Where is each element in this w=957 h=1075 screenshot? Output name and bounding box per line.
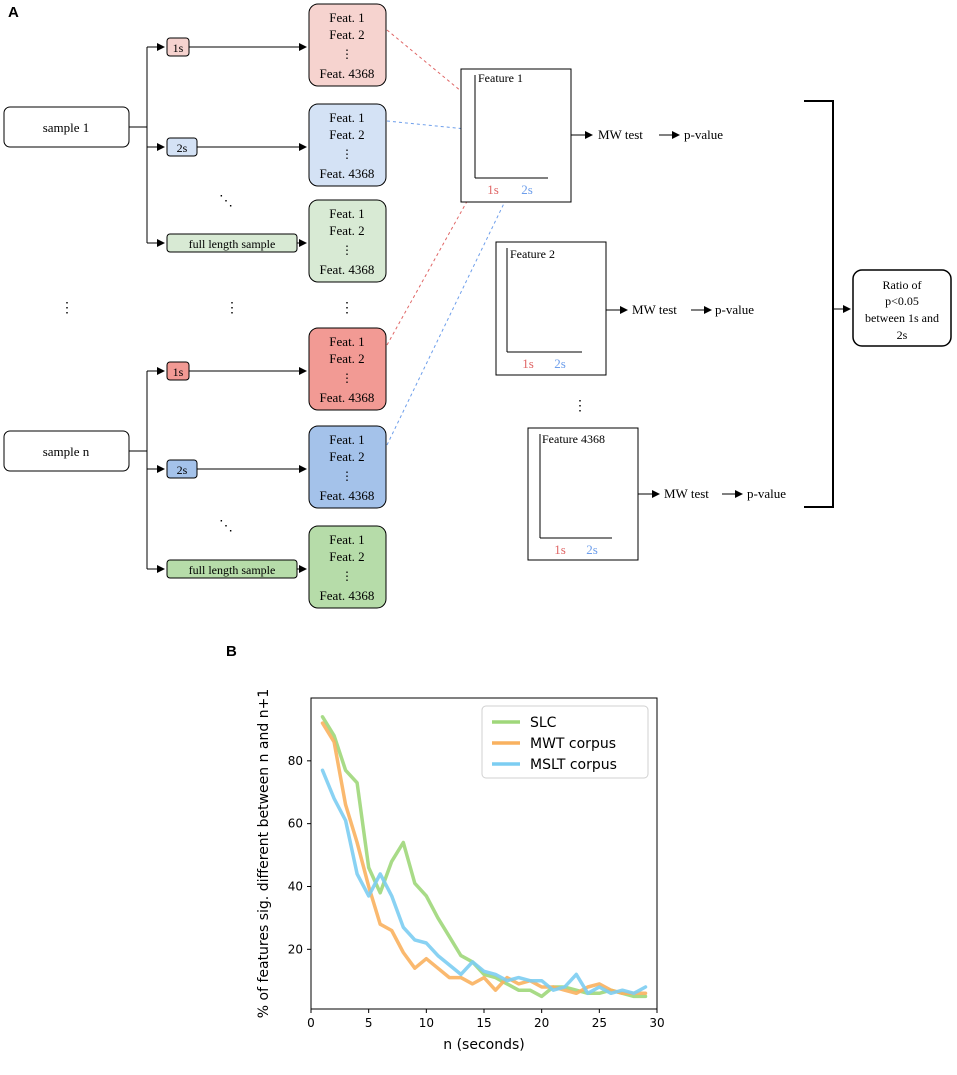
feature-box-2s-top: Feat. 1 Feat. 2 ⋮ Feat. 4368 [308,103,387,187]
panel-a-label: A [8,4,19,21]
ddots-bottom: ⋱ [219,519,233,534]
feat-last-text: Feat. 4368 [320,262,375,277]
feat-1-text: Feat. 1 [329,206,364,221]
series-line-mslt-corpus [320,768,648,996]
connector-1s-top [386,29,491,116]
feature-last-p-value: p-value [747,486,786,501]
seg-2s-label-top: 2s [177,141,188,155]
ratio-line-4: 2s [897,328,908,342]
seg-2s-label-bottom: 2s [177,463,188,477]
feat-vdots: ⋮ [341,469,353,483]
series-line-mwt-corpus [320,721,648,996]
axis-ticks: 0 5 10 15 20 25 30 20 40 60 80 [288,754,665,1030]
feature-1-mw-test: MW test [598,127,643,142]
seg-full-label-bottom: full length sample [189,563,276,577]
feat-1-text: Feat. 1 [329,532,364,547]
ddots-top: ⋱ [219,194,233,209]
feature-box-full-top: Feat. 1 Feat. 2 ⋮ Feat. 4368 [308,199,387,283]
ratio-line-2: p<0.05 [885,294,919,308]
line-chart: 0 5 10 15 20 25 30 20 40 60 80 n (seconds) % of fe… [256,689,665,1053]
y-tick-label: 20 [288,942,303,956]
feature-last-1s-label: 1s [554,542,566,557]
feat-last-text: Feat. 4368 [320,588,375,603]
x-tick-label: 10 [419,1016,434,1030]
feat-vdots: ⋮ [341,47,353,61]
feature-1-title: Feature 1 [478,71,523,85]
sample-1-label: sample 1 [43,120,90,135]
legend-label: MSLT corpus [530,757,617,773]
feat-1-text: Feat. 1 [329,432,364,447]
feat-last-text: Feat. 4368 [320,488,375,503]
ratio-line-1: Ratio of [883,278,922,292]
x-tick-label: 15 [476,1016,491,1030]
series-lines [320,715,648,999]
feature-2-2s-label: 2s [554,356,566,371]
ratio-box [852,269,952,347]
x-tick-label: 30 [649,1016,664,1030]
vdots-features: ⋮ [340,301,354,316]
feature-1-1s-label: 1s [487,182,499,197]
x-tick-label: 20 [534,1016,549,1030]
x-axis-label: n (seconds) [443,1037,524,1053]
feature-box-1s-top: Feat. 1 Feat. 2 ⋮ Feat. 4368 [308,3,387,87]
seg-full-label-top: full length sample [189,237,276,251]
sample-n-label: sample n [43,444,90,459]
feat-last-text: Feat. 4368 [320,66,375,81]
feat-2-text: Feat. 2 [329,27,364,42]
feature-last-panel [527,427,639,561]
x-tick-label: 25 [592,1016,607,1030]
y-axis-label: % of features sig. different between n a… [256,689,272,1018]
feature-2-mw-test: MW test [632,302,677,317]
feat-2-text: Feat. 2 [329,549,364,564]
legend-box [481,705,649,779]
feat-vdots: ⋮ [341,569,353,583]
aggregation-bracket [804,100,834,508]
feat-vdots: ⋮ [341,371,353,385]
feat-2-text: Feat. 2 [329,449,364,464]
vdots-feature-panels: ⋮ [573,399,587,414]
feat-1-text: Feat. 1 [329,334,364,349]
feature-last-title: Feature 4368 [542,432,605,446]
seg-1s-label-top: 1s [173,41,184,55]
feature-last-2s-label: 2s [586,542,598,557]
panel-b-label: B [226,643,237,660]
y-tick-label: 40 [288,879,303,893]
feature-2-title: Feature 2 [510,247,555,261]
feature-last-mw-test: MW test [664,486,709,501]
x-tick-label: 5 [365,1016,373,1030]
feature-2-1s-label: 1s [522,356,534,371]
feature-1-panel [460,68,572,203]
feat-last-text: Feat. 4368 [320,390,375,405]
x-tick-label: 0 [307,1016,315,1030]
feat-2-text: Feat. 2 [329,127,364,142]
feat-last-text: Feat. 4368 [320,166,375,181]
feat-2-text: Feat. 2 [329,223,364,238]
feature-2-p-value: p-value [715,302,754,317]
feature-box-2s-bottom: Feat. 1 Feat. 2 ⋮ Feat. 4368 [308,425,387,509]
feat-1-text: Feat. 1 [329,10,364,25]
feature-2-panel [495,241,607,376]
feature-box-full-bottom: Feat. 1 Feat. 2 ⋮ Feat. 4368 [308,525,387,609]
y-tick-label: 80 [288,754,303,768]
feature-1-p-value: p-value [684,127,723,142]
feat-vdots: ⋮ [341,243,353,257]
feat-vdots: ⋮ [341,147,353,161]
seg-1s-label-bottom: 1s [173,365,184,379]
legend-label: SLC [530,715,557,731]
y-tick-label: 60 [288,817,303,831]
vdots-segments: ⋮ [225,301,239,316]
ratio-line-3: between 1s and [865,311,939,325]
feature-box-1s-bottom: Feat. 1 Feat. 2 ⋮ Feat. 4368 [308,327,387,411]
feat-1-text: Feat. 1 [329,110,364,125]
vdots-samples: ⋮ [60,301,74,316]
connector-2s-bottom [386,159,526,446]
legend-label: MWT corpus [530,736,616,752]
feat-2-text: Feat. 2 [329,351,364,366]
feature-1-2s-label: 2s [521,182,533,197]
